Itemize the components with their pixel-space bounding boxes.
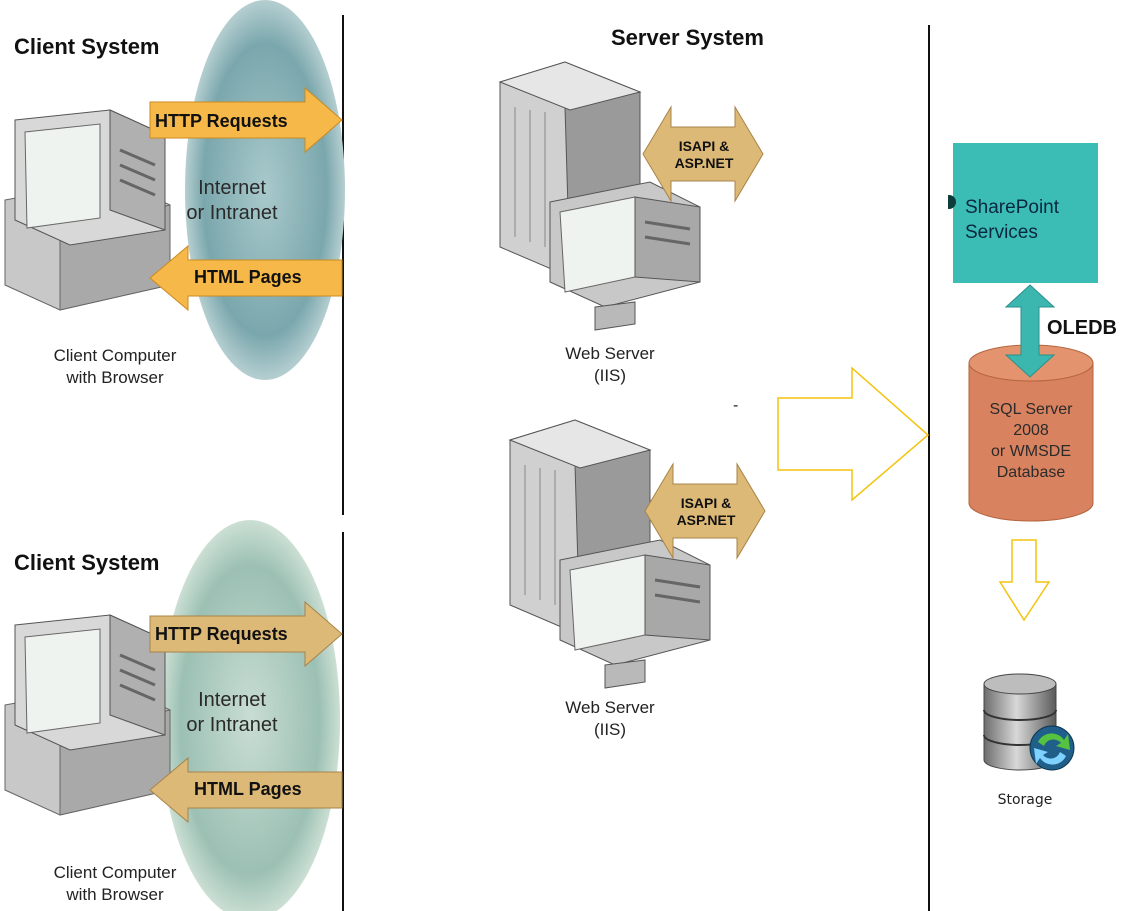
isapi-line1-1: ISAPI & xyxy=(678,138,730,154)
flow-arrow-to-database xyxy=(777,366,930,502)
sharepoint-services-label: SharePoint Services xyxy=(965,195,1059,245)
http-requests-label-top: HTTP Requests xyxy=(155,111,288,131)
html-pages-label-bottom: HTML Pages xyxy=(194,779,302,799)
database-line1: SQL Server xyxy=(989,401,1073,418)
web-server-line1-1: Web Server xyxy=(565,344,655,363)
divider-left-top xyxy=(342,15,344,515)
client-computer-line2-top: with Browser xyxy=(66,368,164,387)
web-server-icon-1 xyxy=(498,61,701,331)
http-requests-label-bottom: HTTP Requests xyxy=(155,624,288,644)
database-line4: Database xyxy=(996,464,1066,481)
html-pages-arrow-bottom xyxy=(149,756,343,824)
client-system-title-bottom: Client System xyxy=(14,550,160,575)
client-system-title-top: Client System xyxy=(14,34,160,59)
html-pages-label-top: HTML Pages xyxy=(194,267,302,287)
database-label: SQL Server 2008 or WMSDE Database xyxy=(967,399,1095,483)
client-computer-line2-bottom: with Browser xyxy=(66,885,164,904)
web-server-label-2: Web Server (IIS) xyxy=(540,697,680,741)
sharepoint-line2: Services xyxy=(965,222,1038,243)
isapi-label-2: ISAPI & ASP.NET xyxy=(662,495,750,529)
oledb-label: OLEDB xyxy=(1047,317,1117,339)
storage-icon xyxy=(983,673,1075,771)
client-computer-line1-top: Client Computer xyxy=(53,346,177,365)
flow-arrow-to-storage xyxy=(998,539,1051,622)
storage-label: Storage xyxy=(997,792,1053,808)
isapi-arrow-1 xyxy=(642,105,764,203)
client-computer-icon-bottom xyxy=(4,614,171,816)
divider-right xyxy=(928,25,930,911)
network-line1-top: Internet xyxy=(198,177,266,199)
web-server-label-1: Web Server (IIS) xyxy=(540,343,680,387)
sharepoint-services-notch xyxy=(948,195,956,209)
network-line1-bottom: Internet xyxy=(198,689,266,711)
oledb-arrow xyxy=(1004,284,1056,378)
stray-mark: - xyxy=(733,397,739,414)
isapi-arrow-2 xyxy=(644,462,766,560)
client-computer-label-top: Client Computer with Browser xyxy=(30,345,200,389)
network-line2-bottom: or Intranet xyxy=(186,714,278,736)
isapi-line2-1: ASP.NET xyxy=(674,155,734,171)
sharepoint-services-box xyxy=(953,143,1098,283)
database-line2: 2008 xyxy=(1013,422,1049,439)
network-label-top: Internet or Intranet xyxy=(172,176,292,226)
web-server-line2-1: (IIS) xyxy=(593,366,627,385)
http-requests-arrow-top xyxy=(149,86,343,154)
database-cylinder xyxy=(968,344,1094,522)
isapi-label-1: ISAPI & ASP.NET xyxy=(660,138,748,172)
divider-left-bottom xyxy=(342,532,344,911)
client-computer-line1-bottom: Client Computer xyxy=(53,863,177,882)
network-label-bottom: Internet or Intranet xyxy=(172,688,292,738)
isapi-line1-2: ISAPI & xyxy=(680,495,732,511)
database-line3: or WMSDE xyxy=(991,443,1071,460)
client-computer-icon-top xyxy=(4,109,171,311)
http-requests-arrow-bottom xyxy=(149,600,343,668)
client-computer-label-bottom: Client Computer with Browser xyxy=(30,862,200,906)
server-system-title: Server System xyxy=(611,25,764,50)
web-server-icon-2 xyxy=(508,419,711,689)
network-line2-top: or Intranet xyxy=(186,202,278,224)
web-server-line1-2: Web Server xyxy=(565,698,655,717)
sharepoint-line1: SharePoint xyxy=(965,197,1060,218)
isapi-line2-2: ASP.NET xyxy=(676,512,736,528)
web-server-line2-2: (IIS) xyxy=(593,720,627,739)
html-pages-arrow-top xyxy=(149,244,343,312)
